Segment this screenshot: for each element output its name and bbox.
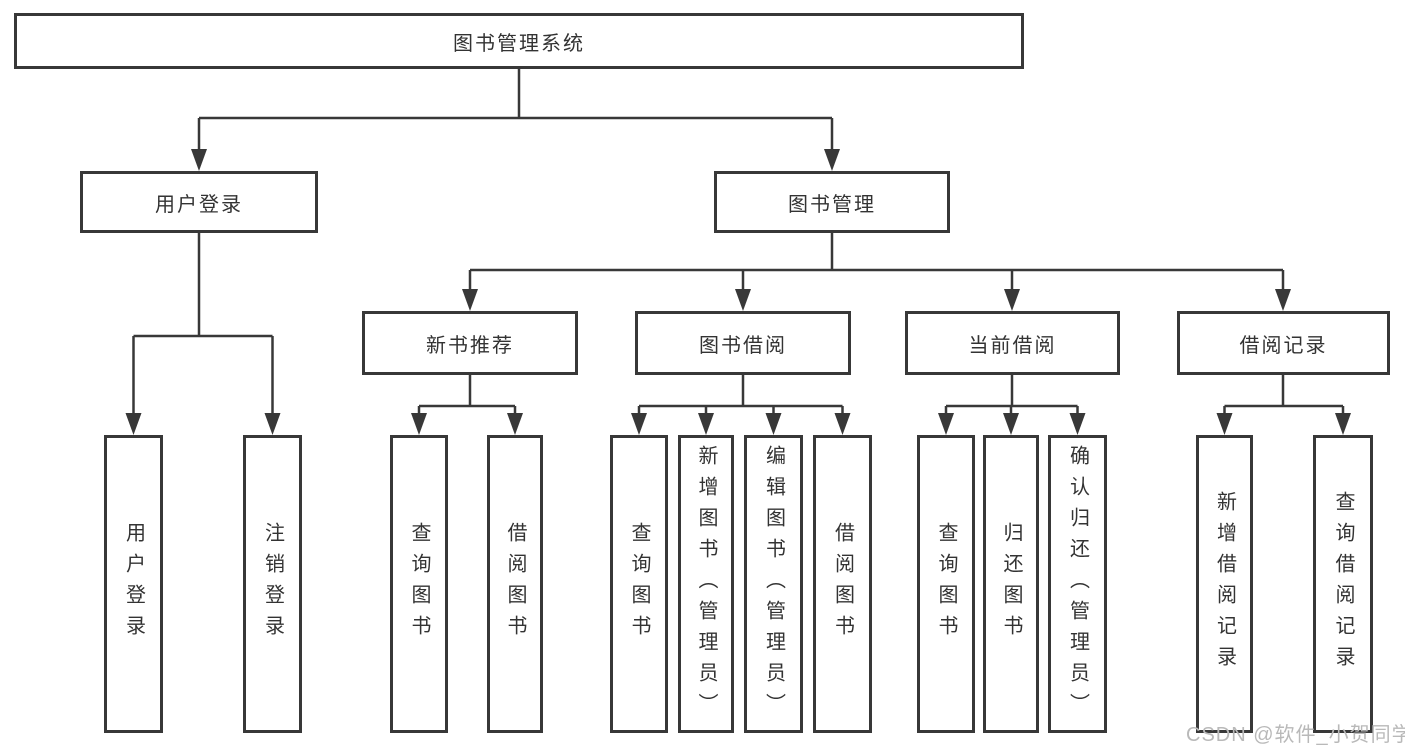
connector-book-management-children <box>468 233 1285 291</box>
connector-new-book-recommend-children <box>417 375 517 415</box>
leaf-recommend-borrow-books-label: 借阅图书 <box>504 522 526 646</box>
arrowhead <box>1216 413 1233 435</box>
node-book-management-label: 图书管理 <box>788 193 876 216</box>
leaf-recommend-query-books: 查询图书 <box>390 435 448 733</box>
leaf-borrowing-borrow-books-label: 借阅图书 <box>831 522 854 646</box>
node-book-borrowing: 图书借阅 <box>635 311 851 375</box>
node-borrowing-records: 借阅记录 <box>1177 311 1390 375</box>
leaf-borrowing-query-books-label: 查询图书 <box>628 522 650 646</box>
leaf-borrowing-edit-books-admin-label: 编辑图书（管理员） <box>762 444 785 724</box>
node-current-borrowing: 当前借阅 <box>905 311 1120 375</box>
arrowhead <box>824 149 840 171</box>
leaf-current-return-books-label: 归还图书 <box>1000 522 1022 646</box>
node-root-label: 图书管理系统 <box>453 32 585 55</box>
arrowhead <box>631 413 647 435</box>
arrowhead <box>191 149 207 171</box>
leaf-logout: 注销登录 <box>243 435 302 733</box>
leaf-records-query-record: 查询借阅记录 <box>1313 435 1373 733</box>
arrowhead <box>264 413 281 435</box>
leaf-borrowing-add-books-admin-label: 新增图书（管理员） <box>695 444 717 724</box>
arrowhead <box>1335 413 1351 435</box>
node-book-borrowing-label: 图书借阅 <box>699 334 787 357</box>
node-new-book-recommend-label: 新书推荐 <box>426 334 514 357</box>
arrowhead <box>938 413 954 435</box>
leaf-logout-label: 注销登录 <box>261 522 284 646</box>
leaf-current-confirm-return-admin-label: 确认归还（管理员） <box>1066 444 1089 724</box>
arrowhead <box>1069 413 1086 435</box>
arrowhead <box>1003 413 1019 435</box>
leaf-borrowing-edit-books-admin: 编辑图书（管理员） <box>744 435 803 733</box>
leaf-current-query-books: 查询图书 <box>917 435 975 733</box>
node-book-management: 图书管理 <box>714 171 950 233</box>
leaf-borrowing-add-books-admin: 新增图书（管理员） <box>678 435 734 733</box>
node-user-login-label: 用户登录 <box>155 193 243 216</box>
node-root: 图书管理系统 <box>14 13 1024 69</box>
arrowhead <box>462 289 478 311</box>
leaf-current-query-books-label: 查询图书 <box>935 522 957 646</box>
arrowhead <box>507 413 523 435</box>
leaf-user-login: 用户登录 <box>104 435 163 733</box>
arrowhead <box>1275 289 1291 311</box>
leaf-current-confirm-return-admin: 确认归还（管理员） <box>1048 435 1107 733</box>
arrowhead <box>698 413 714 435</box>
arrowhead <box>735 289 751 311</box>
connector-book-borrowing-children <box>637 375 844 415</box>
node-user-login: 用户登录 <box>80 171 318 233</box>
node-current-borrowing-label: 当前借阅 <box>968 334 1057 357</box>
arrowhead <box>765 413 782 435</box>
arrowhead <box>125 413 142 435</box>
leaf-current-return-books: 归还图书 <box>983 435 1039 733</box>
leaf-user-login-label: 用户登录 <box>122 522 145 646</box>
leaf-borrowing-borrow-books: 借阅图书 <box>813 435 872 733</box>
leaf-records-query-record-label: 查询借阅记录 <box>1332 491 1354 677</box>
connector-current-borrowing-children <box>944 375 1079 415</box>
leaf-records-add-record: 新增借阅记录 <box>1196 435 1253 733</box>
node-new-book-recommend: 新书推荐 <box>362 311 578 375</box>
connector-borrowing-records-children <box>1223 375 1345 415</box>
arrowhead <box>834 413 851 435</box>
connector-root-to-level2 <box>197 69 834 151</box>
arrowhead <box>411 413 427 435</box>
leaf-records-add-record-label: 新增借阅记录 <box>1213 491 1236 677</box>
connector-user-login-children <box>132 233 274 415</box>
arrowhead <box>1004 289 1020 311</box>
leaf-borrowing-query-books: 查询图书 <box>610 435 668 733</box>
node-borrowing-records-label: 借阅记录 <box>1239 334 1328 357</box>
watermark: CSDN @软件_小贺同学 <box>1186 724 1405 746</box>
leaf-recommend-borrow-books: 借阅图书 <box>487 435 543 733</box>
leaf-recommend-query-books-label: 查询图书 <box>408 522 430 646</box>
